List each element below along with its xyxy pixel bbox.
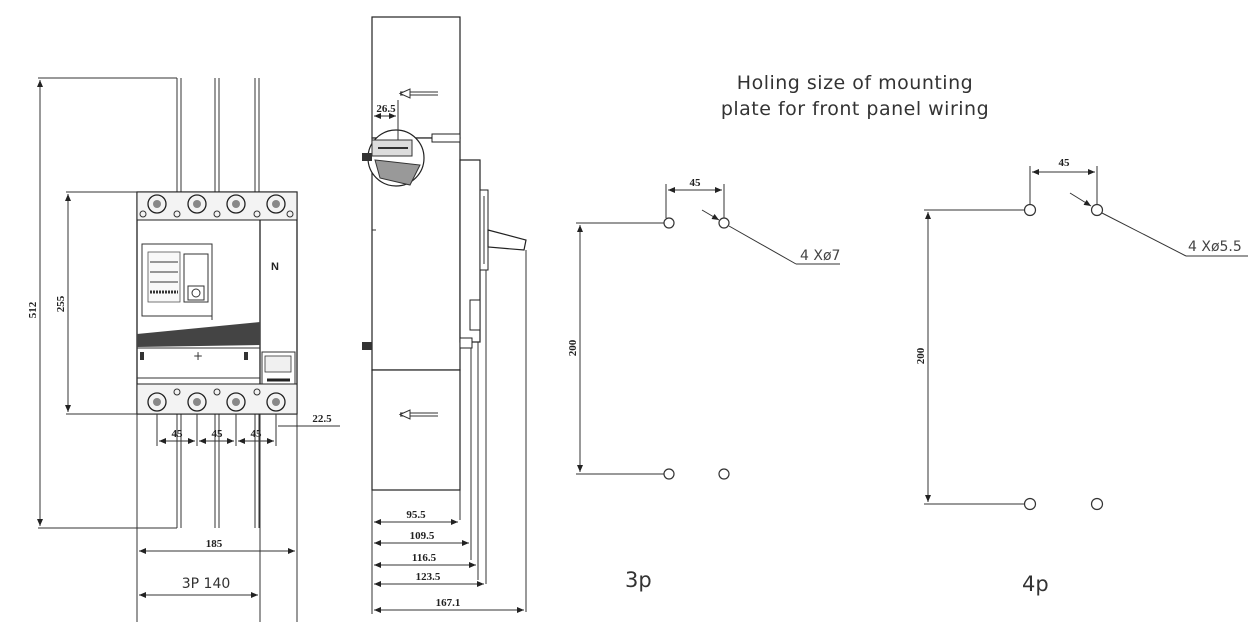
svg-text:+: + [193,349,203,363]
title-line-2: plate for front panel wiring [720,98,990,120]
dim-3p-h-spacing: 45 [690,177,702,189]
hole-spec-4p: 4 Xø5.5 [1188,239,1242,255]
dim-depth-5: 167.1 [436,597,461,609]
dim-depth-4: 123.5 [416,571,441,583]
hole-3p-top-left [663,217,675,229]
dim-total-width: 185 [206,538,223,550]
dim-depth-3: 116.5 [412,552,437,564]
hole-4p-bottom-right [1090,497,1104,511]
dim-depth-2: 109.5 [410,530,435,542]
hole-3p-bottom-left [663,468,675,480]
panel-3p-drawing: 45 200 4 Xø7 [567,177,840,480]
dim-3p-width: 3P 140 [182,576,231,592]
hole-3p-bottom-right [718,468,730,480]
hole-spec-3p: 4 Xø7 [800,248,840,264]
dim-4p-v-spacing: 200 [915,347,927,364]
label-3p: 3p [625,568,652,592]
title-line-1: Holing size of mounting [736,72,974,94]
label-4p: 4p [1022,572,1049,596]
dim-pitch-3: 45 [251,428,263,440]
dim-total-height: 512 [27,301,39,318]
dim-3p-v-spacing: 200 [567,339,579,356]
dim-4p-h-spacing: 45 [1059,157,1071,169]
drawing-title: Holing size of mounting plate for front … [690,70,1020,122]
front-view: + N 512 255 45 45 [27,77,340,622]
dim-pitch-1: 45 [172,428,184,440]
neutral-mark: N [271,261,279,273]
dim-pitch-2: 45 [212,428,224,440]
hole-4p-bottom-left [1023,497,1037,511]
dim-top-offset: 26.5 [376,103,396,115]
panel-4p-drawing: 45 200 4 Xø5.5 [915,157,1248,511]
hole-4p-top-right [1090,203,1104,217]
side-view: 26.5 95.5 109.5 116.5 123.5 167.1 [362,16,527,614]
hole-3p-top-right [718,217,730,229]
dim-depth-1: 95.5 [406,509,426,521]
hole-4p-top-left [1023,203,1037,217]
dim-mount-height: 255 [55,295,67,312]
dim-side-offset: 22.5 [312,413,332,425]
